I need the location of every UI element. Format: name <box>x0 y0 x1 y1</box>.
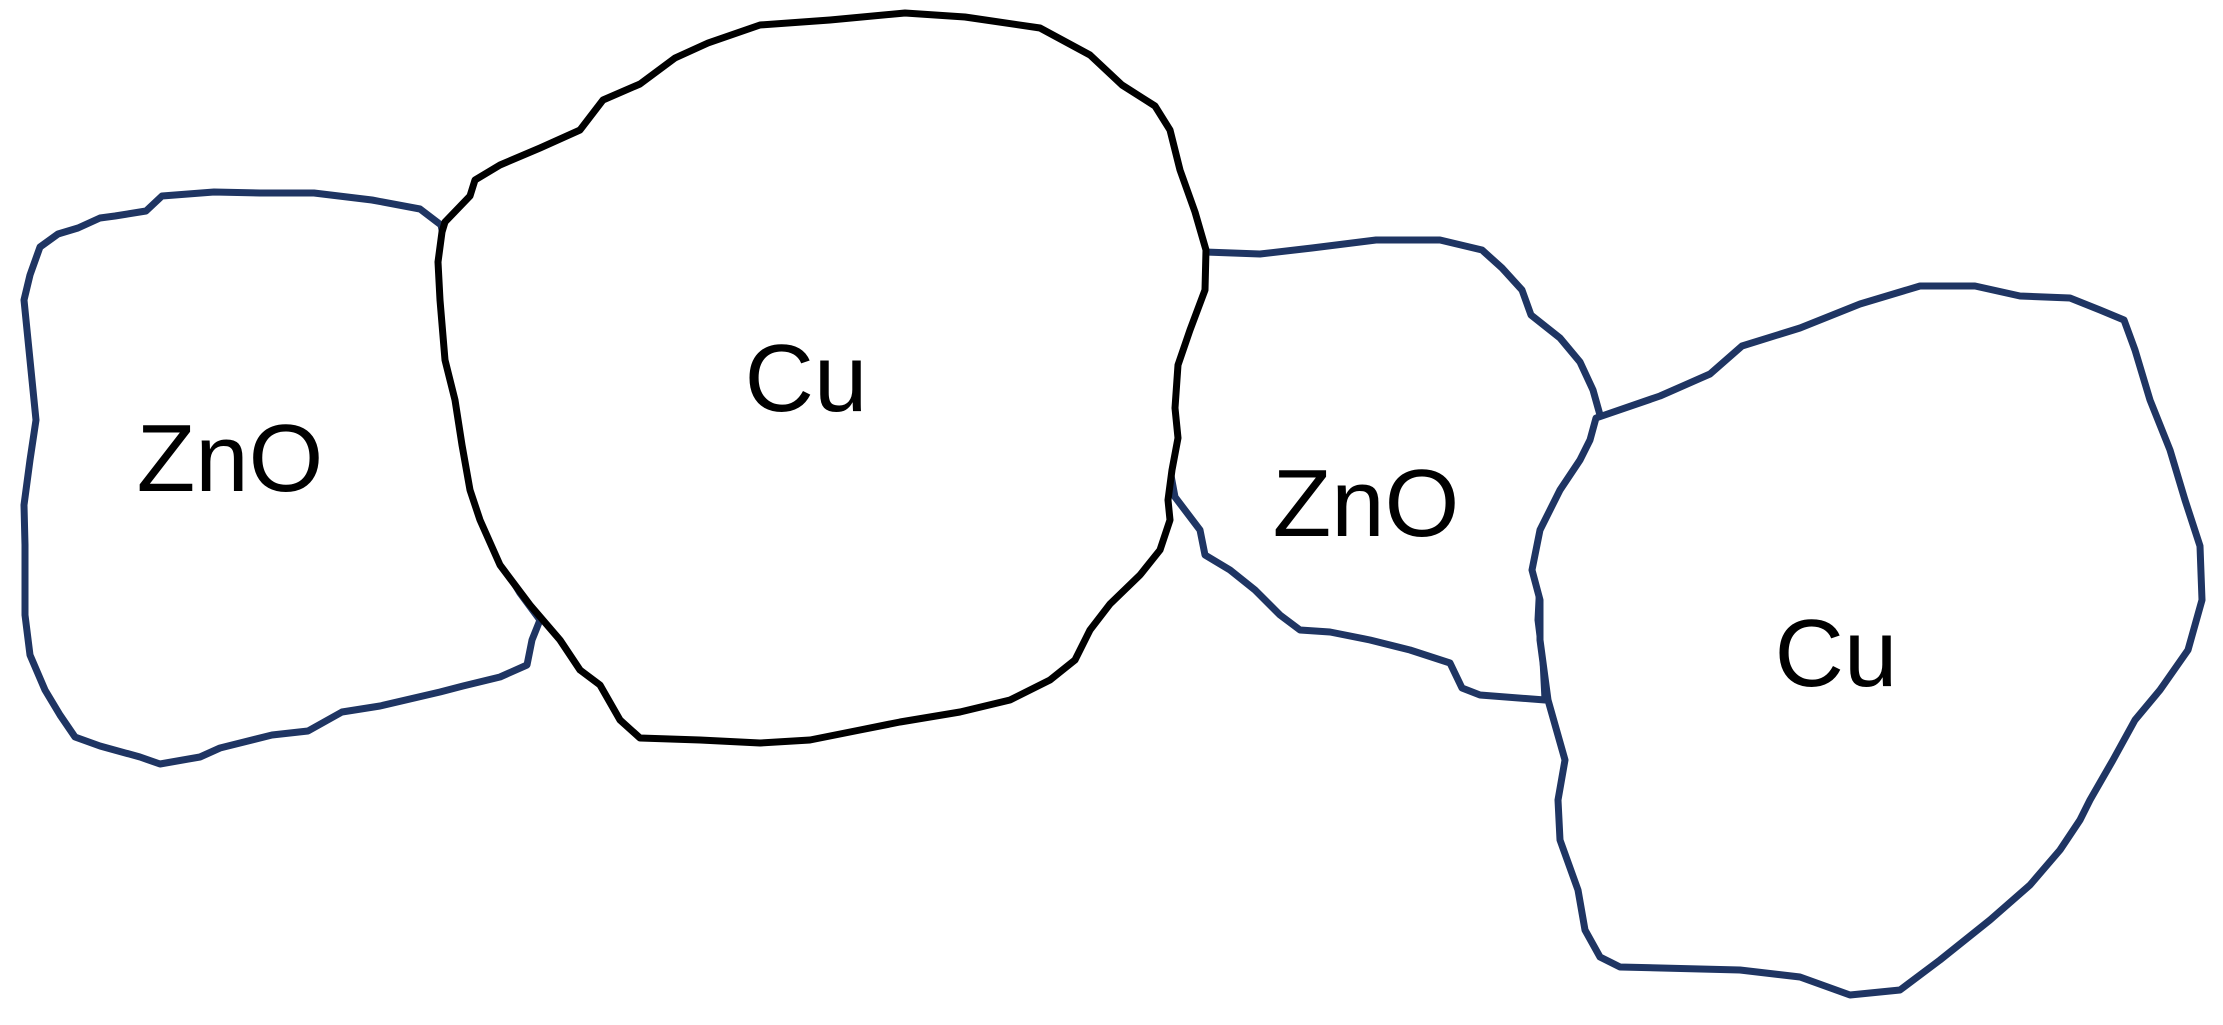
grain-zno-right: ZnO <box>1164 236 1604 704</box>
grain-cu-right: Cu <box>1528 282 2206 999</box>
grain-cu-right-outline <box>1528 282 2206 999</box>
grain-zno-left-outline <box>20 188 544 768</box>
grain-cu-center-label: Cu <box>745 325 868 432</box>
grain-zno-right-label: ZnO <box>1273 450 1460 557</box>
grain-cu-center-outline <box>434 9 1210 747</box>
grain-cu-center: Cu <box>434 9 1210 747</box>
grain-zno-left-label: ZnO <box>137 405 324 512</box>
grain-zno-left: ZnO <box>20 188 544 768</box>
grain-cu-right-label: Cu <box>1775 600 1898 707</box>
